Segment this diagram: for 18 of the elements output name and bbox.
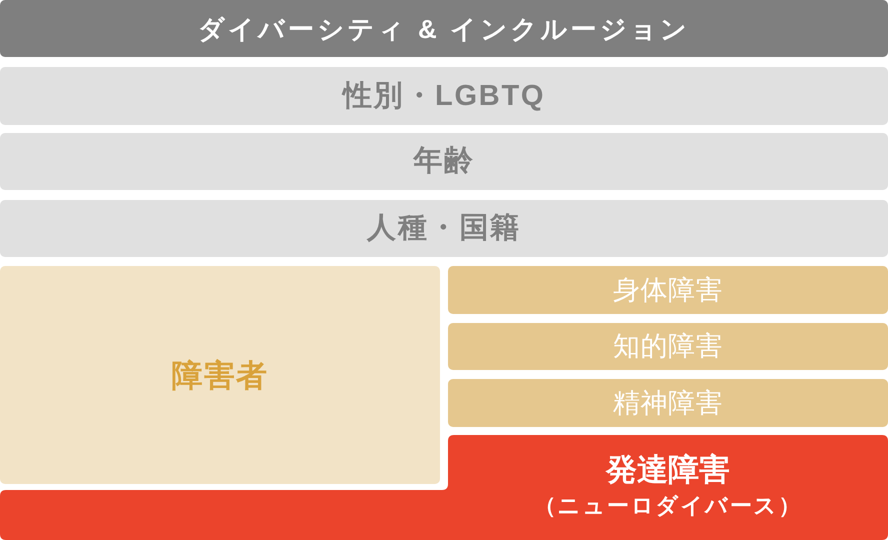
category-label: 知的障害 <box>612 333 724 360</box>
header-band <box>0 0 888 57</box>
category-label: 年齢 <box>413 147 475 176</box>
category-band <box>0 67 888 125</box>
category-label: （ニューロダイバース） <box>534 495 802 517</box>
category-label: 身体障害 <box>612 276 724 304</box>
category-label: 障害者 <box>172 360 268 390</box>
category-panel <box>0 266 440 484</box>
category-band <box>0 133 888 190</box>
subcategory-bar <box>448 266 888 314</box>
category-label: 精神障害 <box>612 390 724 416</box>
subcategory-bar <box>448 379 888 427</box>
category-label: ダイバーシティ & インクルージョン <box>198 16 690 42</box>
category-label: 人種・国籍 <box>367 214 521 243</box>
category-label: 性別・LGBTQ <box>342 82 546 110</box>
category-label: 発達障害 <box>606 454 730 485</box>
subcategory-bar <box>448 323 888 370</box>
category-band <box>0 200 888 257</box>
